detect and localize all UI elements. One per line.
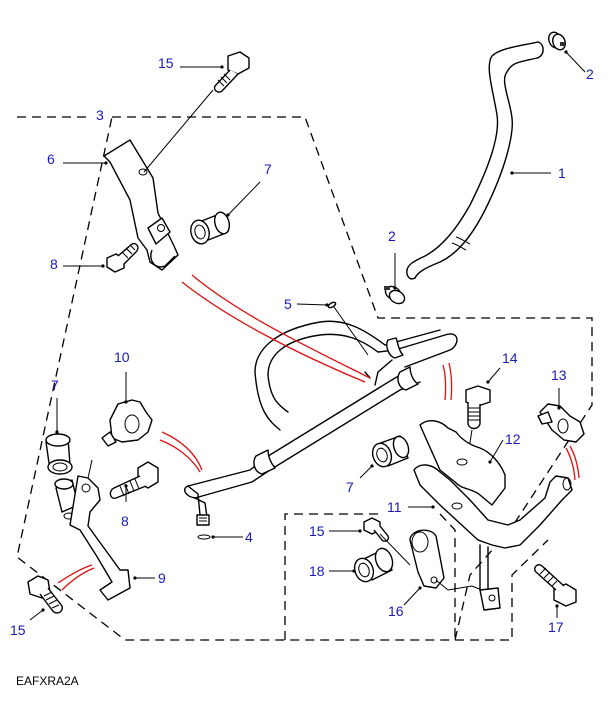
bolt-part-18: [533, 563, 577, 607]
bolt-15-top: [213, 51, 250, 93]
callout-16: 16: [388, 603, 404, 619]
callout-7-left: 7: [51, 377, 59, 393]
bush-part-17: [353, 547, 394, 583]
callout-5: 5: [284, 296, 292, 312]
callout-8-top: 8: [50, 256, 58, 272]
callout-2-bottom: 2: [388, 228, 396, 244]
group-boundary-inner: [284, 513, 549, 641]
bolt-8-top: [106, 242, 139, 273]
callout-7-top: 7: [264, 161, 272, 177]
callout-4: 4: [245, 529, 253, 545]
callout-13: 13: [551, 367, 567, 383]
callout-15-top: 15: [158, 55, 174, 71]
bolt-part-14: [465, 385, 491, 456]
p-clip-part-16: [409, 529, 483, 591]
pin-part-5: [327, 301, 369, 356]
bush-part-7-center: [371, 435, 410, 468]
hose-clip-top: [548, 31, 566, 51]
leader-lines: [29, 50, 586, 621]
callout-6: 6: [47, 151, 55, 167]
clamp-part-12: [419, 420, 506, 506]
callout-11: 11: [387, 499, 402, 515]
bolt-8-lower: [109, 461, 159, 499]
assembly-arrows: [57, 274, 580, 591]
callout-14: 14: [502, 350, 518, 366]
callout-9: 9: [158, 570, 166, 586]
callout-8-lower: 8: [121, 513, 129, 529]
o-ring-part-4: [197, 534, 211, 540]
bolt-15-left: [27, 575, 64, 614]
callout-10: 10: [114, 349, 130, 365]
callout-1: 1: [558, 165, 566, 181]
bolt-15-right: [363, 517, 411, 566]
bracket-part-9: [54, 459, 131, 601]
clamp-part-11: [413, 464, 573, 611]
clip-part-10: [101, 399, 153, 447]
diagram-reference-code: EAFXRA2A: [16, 674, 79, 688]
callout-12: 12: [505, 431, 521, 447]
callout-7-center: 7: [346, 479, 354, 495]
pipe-assembly: [183, 320, 458, 526]
callout-17: 18: [309, 563, 325, 579]
clip-part-13: [537, 403, 585, 443]
hose-part-1: [406, 41, 544, 280]
callout-15-left: 15: [10, 622, 26, 638]
bush-part-7-top: [190, 211, 231, 245]
callout-2-top: 2: [586, 66, 594, 82]
callout-15-right: 15: [309, 523, 325, 539]
bush-part-7-left: [45, 433, 73, 475]
callout-3: 3: [96, 107, 104, 123]
callout-18: 17: [548, 619, 564, 635]
bracket-part-6: [103, 139, 179, 271]
